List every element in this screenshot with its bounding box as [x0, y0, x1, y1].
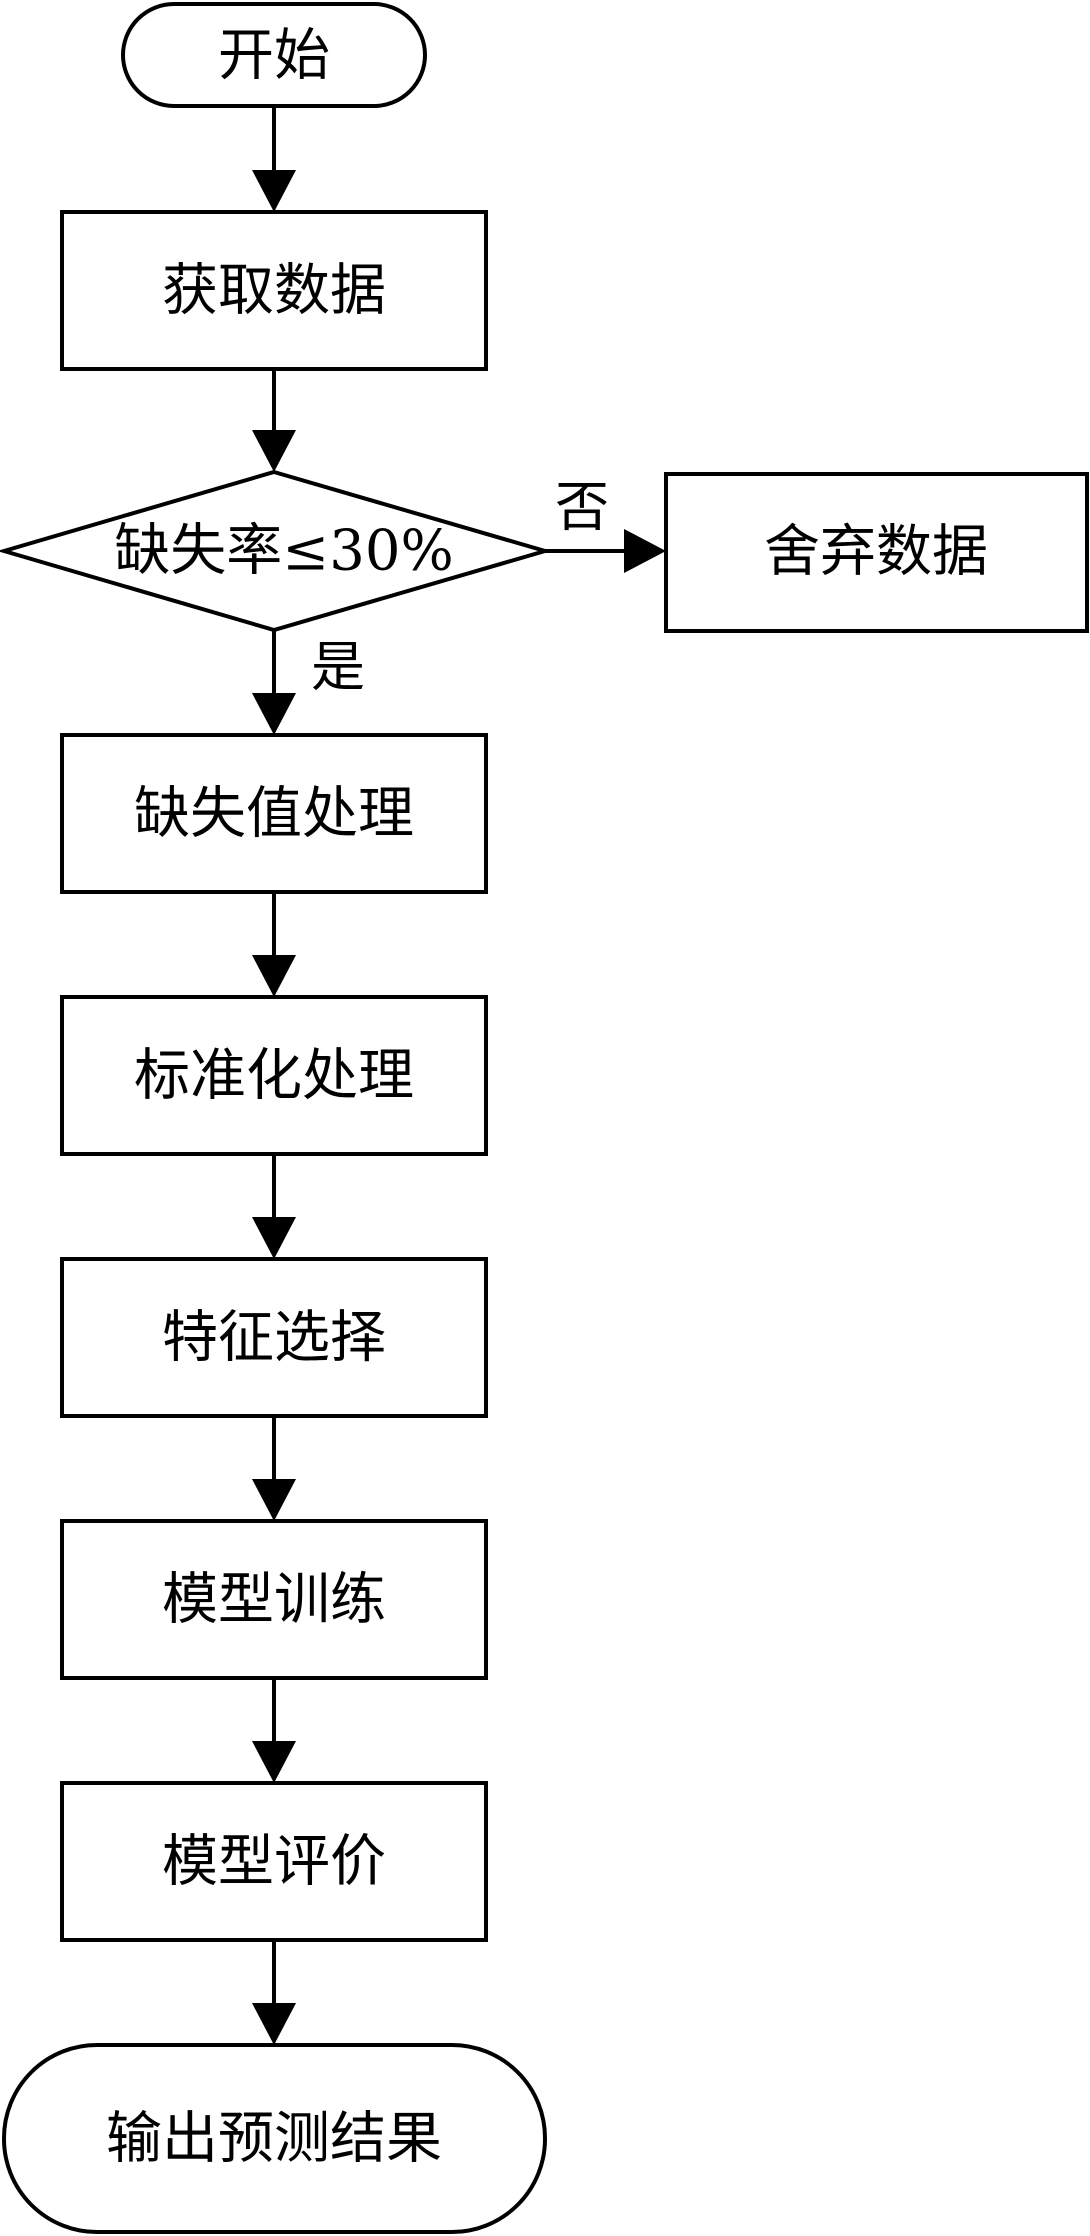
standardize-box	[60, 995, 488, 1156]
output-terminal	[2, 2043, 547, 2234]
evaluate-label: 模型评价	[162, 1830, 386, 1895]
output-label: 输出预测结果	[106, 2107, 442, 2172]
edge-label-no: 否	[555, 476, 609, 539]
get-data-box	[60, 210, 488, 371]
evaluate-box	[60, 1781, 488, 1942]
arrow-head-decision	[252, 430, 296, 472]
edge-label-yes: 是	[311, 636, 365, 699]
standardize-label: 标准化处理	[134, 1044, 414, 1109]
arrow-head-missing-value	[252, 693, 296, 735]
train-label: 模型训练	[162, 1568, 386, 1633]
arrow-head-get-data	[252, 170, 296, 212]
arrow-head-standardize	[252, 955, 296, 997]
discard-data-box	[664, 472, 1089, 633]
arrow-head-train	[252, 1479, 296, 1521]
decision-label: 缺失率≤30%	[114, 519, 453, 584]
feature-select-label: 特征选择	[162, 1306, 386, 1371]
arrow-head-feature-select	[252, 1217, 296, 1259]
start-label: 开始	[218, 24, 330, 89]
arrow-head-evaluate	[252, 1741, 296, 1783]
arrow-head-output	[252, 2003, 296, 2045]
feature-select-box	[60, 1257, 488, 1418]
discard-data-label: 舍弃数据	[764, 520, 988, 585]
missing-value-label: 缺失值处理	[134, 782, 414, 847]
get-data-label: 获取数据	[162, 259, 386, 324]
arrow-head-discard	[624, 529, 666, 573]
